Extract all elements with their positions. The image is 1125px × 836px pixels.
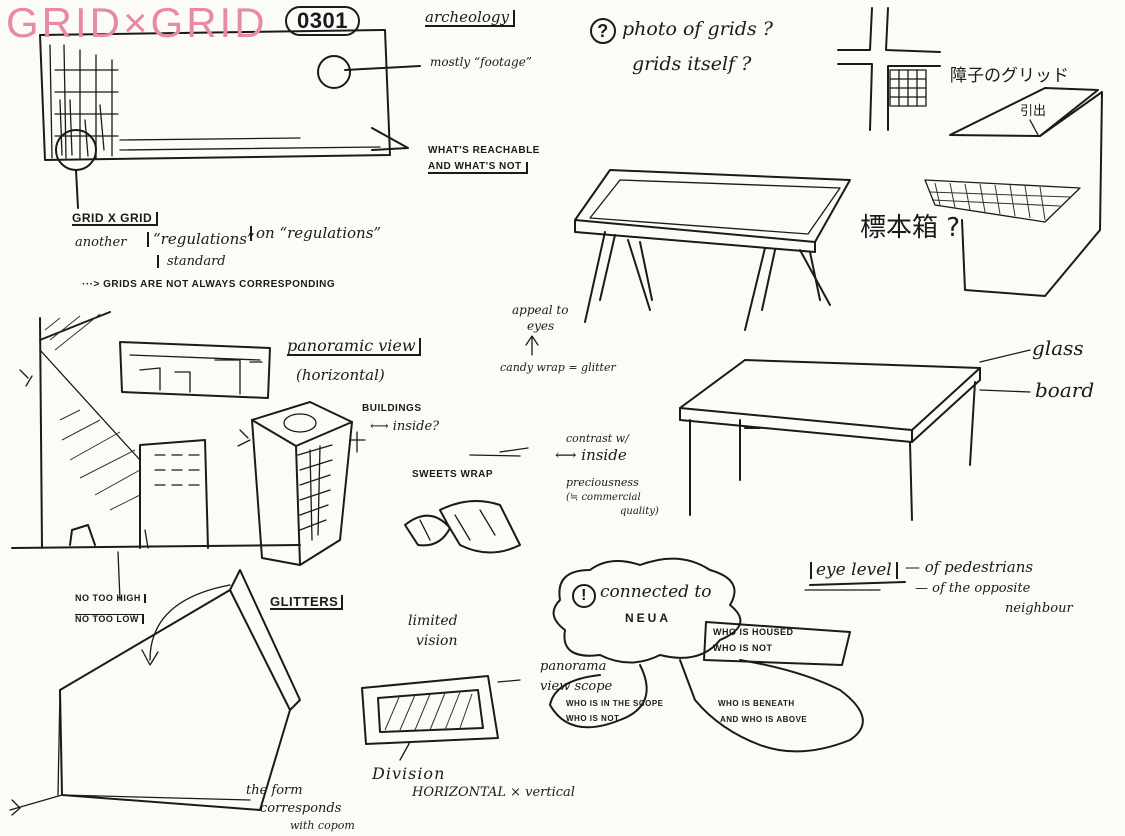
panorama-scope-line2: view scope — [540, 680, 612, 693]
panoramic-frame-drawing — [120, 342, 270, 398]
division-line2: HORIZONTAL × vertical — [412, 786, 575, 799]
specimen-box-drawing — [925, 88, 1102, 296]
beneath-line2: AND WHO IS ABOVE — [720, 716, 807, 724]
reachable-line1: WHAT'S REACHABLE — [428, 146, 540, 156]
form-line2: corresponds — [260, 802, 341, 815]
page-title: GRID×GRID — [6, 2, 268, 44]
preciousness-text: preciousness — [566, 477, 639, 488]
archeology-label: archeology — [425, 10, 515, 27]
question-icon: ? — [590, 18, 616, 44]
commercial-text: (≒ commercial — [566, 493, 641, 503]
date-badge: 0301 — [285, 6, 360, 36]
grids-itself-text: grids itself ? — [632, 55, 751, 74]
display-table-drawing — [575, 170, 850, 330]
inside-text: ⟷ inside — [555, 448, 627, 463]
eye-level-label: eye level — [810, 562, 898, 579]
regulations-text: “regulations” — [147, 232, 255, 247]
up-arrow-icon — [526, 336, 538, 355]
eye-level-underline — [810, 582, 905, 585]
mostly-footage-label: mostly “footage” — [430, 56, 532, 68]
eyes-text: eyes — [527, 320, 554, 332]
housed-line1: WHO IS HOUSED — [713, 628, 794, 637]
panorama-scope-line1: panorama — [540, 660, 606, 673]
drawer-label: 引出 — [1020, 105, 1046, 118]
grid-notes-title: GRID X GRID — [72, 212, 158, 226]
housed-line2: WHO IS NOT — [713, 644, 773, 653]
standard-text: standard — [157, 255, 226, 268]
form-line1: the form — [246, 784, 303, 797]
division-line1: Division — [372, 766, 445, 782]
division-slot-drawing — [362, 676, 520, 760]
specimen-box-label: 標本箱 ? — [860, 215, 960, 241]
buildings-inside: ⟷ inside? — [370, 420, 439, 433]
neua-text: NEUA — [625, 612, 671, 624]
height-line2: NO TOO LOW — [75, 614, 144, 624]
another-text: another — [75, 236, 126, 249]
footage-frame-drawing — [40, 30, 420, 208]
glass-table-drawing — [680, 350, 1030, 520]
reachable-line2: AND WHAT'S NOT — [428, 162, 528, 174]
street-section-drawing — [12, 312, 300, 600]
connected-text: connected to — [600, 584, 711, 601]
tower-building-drawing — [238, 402, 365, 565]
limited-line1: limited — [408, 614, 458, 628]
appeal-text: appeal to — [512, 304, 568, 316]
beneath-line1: WHO IS BENEATH — [718, 700, 795, 708]
form-line3: with copom — [290, 820, 355, 831]
neighbour-text: neighbour — [1005, 602, 1073, 615]
scope-line1: WHO IS IN THE SCOPE — [566, 700, 664, 708]
of-neighbour-text: — of the opposite — [915, 582, 1030, 595]
sweets-wrap-label: SWEETS WRAP — [412, 470, 493, 480]
glass-label: glass — [1032, 338, 1084, 358]
shoji-grid-label: 障子のグリッド — [950, 68, 1069, 85]
buildings-label: BUILDINGS — [362, 404, 422, 414]
board-label: board — [1035, 380, 1094, 400]
scope-line2: WHO IS NOT — [566, 715, 619, 723]
limited-line2: vision — [416, 634, 458, 648]
not-corresponding-text: ···> GRIDS ARE NOT ALWAYS CORRESPONDING — [82, 280, 335, 290]
panoramic-view-title: panoramic view — [287, 338, 421, 356]
exclamation-icon: ! — [572, 584, 596, 608]
height-line1: NO TOO HIGH — [75, 594, 146, 603]
sweets-wrap-drawing — [405, 448, 528, 553]
perspective-box-drawing — [10, 570, 300, 815]
crossing-grid-drawing — [838, 8, 940, 130]
contrast-text: contrast w/ — [566, 433, 629, 444]
glitters-label: GLITTERS — [270, 595, 343, 610]
candy-wrap-text: candy wrap = glitter — [500, 362, 616, 373]
panoramic-view-sub: (horizontal) — [296, 368, 385, 383]
photo-of-grids-text: photo of grids ? — [622, 20, 773, 39]
of-pedestrians-text: — of pedestrians — [905, 560, 1033, 575]
quality-text: quality) — [620, 507, 659, 517]
on-regulations-text: on “regulations” — [250, 226, 381, 241]
